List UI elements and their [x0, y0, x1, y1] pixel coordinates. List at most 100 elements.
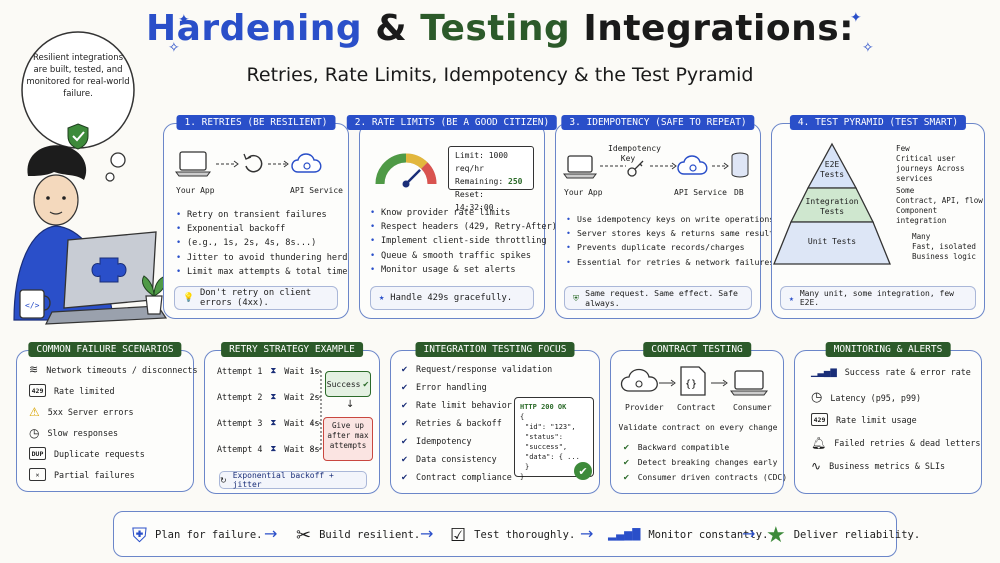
list-item: Implement client-side throttling — [370, 234, 557, 248]
list-item: ◷Latency (p95, p99) — [811, 390, 922, 405]
page-subtitle: Retries, Rate Limits, Idempotency & the … — [246, 64, 754, 86]
list-item: 🔔︎Failed retries & dead letters — [811, 436, 981, 450]
idempotency-note: ⛨ Same request. Same effect. Safe always… — [564, 286, 752, 310]
list-item: ✕Partial failures — [29, 468, 135, 481]
list-item: Know provider rate limits — [370, 206, 557, 220]
pyramid-level-integration: Integration Tests — [805, 197, 859, 216]
api-service-label: API Service — [290, 186, 343, 195]
hourglass-icon: ⧗ — [270, 365, 277, 375]
rate-limits-note: ★ Handle 429s gracefully. — [370, 286, 534, 310]
provider-label: Provider — [625, 403, 664, 412]
summary-item: ☑Test thoroughly. — [450, 524, 576, 546]
pyramid-desc-unit: Many Fast, isolated Business logic — [912, 232, 977, 261]
check-circle-icon: ✔ — [401, 364, 409, 374]
list-item: Use idempotency keys on write operations — [566, 212, 774, 226]
idempotency-tag: 3. IDEMPOTENCY (SAFE TO REPEAT) — [561, 115, 755, 130]
check-circle-icon: ✔ — [401, 472, 409, 482]
hourglass-icon: ⧗ — [270, 391, 277, 401]
list-item: ≋Network timeouts / disconnects — [29, 363, 198, 376]
check-icon: ✔ — [362, 379, 370, 389]
list-item: Queue & smooth traffic spikes — [370, 249, 557, 263]
rate-limit-icon: 429 — [29, 384, 46, 397]
arrow-icon: → — [264, 524, 278, 543]
check-circle-icon: ✔ — [401, 418, 409, 428]
arrow-icon: → — [580, 524, 594, 543]
retries-bullets: Retry on transient failures Exponential … — [176, 208, 347, 279]
retry-example-footer: ↻Exponential backoff + jitter — [219, 471, 367, 489]
http-response-snippet: HTTP 200 OK { "id": "123", "status": "su… — [514, 397, 594, 481]
summary-item: ✂Build resilient. — [296, 524, 421, 546]
consumer-label: Consumer — [733, 403, 772, 412]
your-app-label: Your App — [176, 186, 215, 195]
failures-panel: COMMON FAILURE SCENARIOS ≋Network timeou… — [16, 342, 198, 492]
list-item: Limit max attempts & total time — [176, 265, 347, 279]
clock-icon: ◷ — [811, 390, 823, 405]
contract-tag: CONTRACT TESTING — [643, 342, 751, 357]
list-item: ✔Data consistency — [401, 454, 497, 464]
list-item: ◷Slow responses — [29, 426, 119, 440]
star-icon: ★ — [766, 522, 786, 548]
api-service-label: API Service — [674, 188, 727, 197]
test-pyramid-tag: 4. TEST PYRAMID (TEST SMART) — [789, 115, 967, 130]
clock-icon: ◷ — [29, 426, 40, 440]
pyramid-level-unit: Unit Tests — [807, 237, 857, 246]
pulse-icon: ∿ — [811, 459, 822, 473]
list-item: ▁▃▅▇Success rate & error rate — [811, 367, 971, 377]
retries-note: 💡 Don't retry on client errors (4xx). — [174, 286, 338, 310]
idempotency-key-label: Idempotency Key — [608, 144, 661, 163]
list-item: Essential for retries & network failures — [566, 255, 774, 269]
rate-limits-panel: 2. RATE LIMITS (BE A GOOD CITIZEN) Limit… — [346, 115, 558, 319]
sparkle-icon: ✦ — [178, 12, 190, 28]
test-pyramid-diagram — [773, 142, 891, 265]
sparkle-icon: ✧ — [168, 40, 180, 56]
list-item: Server stores keys & returns same result — [566, 226, 774, 240]
bar-chart-icon: ▂▄▆█ — [608, 529, 641, 541]
shield-icon: ⛨ — [132, 523, 147, 547]
list-item: ✔Consumer driven contracts (CDC) — [623, 473, 788, 482]
arrow-icon: → — [742, 524, 756, 543]
star-icon: ★ — [789, 293, 794, 303]
check-circle-icon: ✔ — [623, 458, 630, 467]
summary-item: ★Deliver reliability. — [766, 522, 921, 548]
checklist-icon: ☑ — [450, 524, 467, 546]
retries-panel: 1. RETRIES (BE RESILIENT) Your App API S… — [163, 115, 349, 319]
check-circle-icon: ✔ — [623, 473, 630, 482]
check-circle-icon: ✔ — [623, 443, 630, 452]
attempt-row: Attempt 3⧗Wait 4s — [217, 417, 320, 428]
summary-item: ⛨Plan for failure. — [132, 523, 263, 547]
retry-flow-diagram — [175, 151, 322, 177]
rate-limit-readout: Limit: 1000 req/hr Remaining: 250 Reset:… — [448, 146, 534, 212]
arrow-icon: → — [420, 524, 434, 543]
success-box: Success✔ — [325, 371, 371, 397]
bottom-summary-bar: ⛨Plan for failure. → ✂Build resilient. →… — [113, 511, 920, 557]
list-item: ∿Business metrics & SLIs — [811, 459, 946, 473]
retries-tag: 1. RETRIES (BE RESILIENT) — [176, 115, 336, 130]
down-arrow-icon: ↓ — [346, 399, 355, 410]
rate-limit-icon: 429 — [811, 413, 828, 426]
list-item: ✔Rate limit behavior (429) — [401, 400, 543, 410]
list-item: ✔Request/response validation — [401, 364, 553, 374]
contract-label: Contract — [677, 403, 716, 412]
list-item: ✔Backward compatible — [623, 443, 730, 452]
list-item: ✔Retries & backoff — [401, 418, 502, 428]
retry-example-panel: RETRY STRATEGY EXAMPLE Attempt 1⧗Wait 1s… — [204, 342, 380, 494]
pyramid-desc-e2e: Few Critical user journeys Across servic… — [896, 144, 965, 183]
svg-text:</>: </> — [25, 301, 40, 310]
check-badge-icon: ✔ — [574, 462, 592, 480]
bar-chart-icon: ▁▃▅▇ — [811, 367, 837, 377]
pyramid-note: ★ Many unit, some integration, few E2E. — [780, 286, 976, 310]
refresh-icon: ↻ — [220, 475, 227, 485]
attempt-row: Attempt 4⧗Wait 8s — [217, 443, 320, 454]
summary-item: ▂▄▆█Monitor constantly. — [608, 529, 769, 541]
attempt-row: Attempt 1⧗Wait 1s — [217, 365, 320, 376]
hourglass-icon: ⧗ — [270, 417, 277, 427]
integration-focus-tag: INTEGRATION TESTING FOCUS — [415, 342, 575, 357]
list-item: ✔Contract compliance — [401, 472, 512, 482]
list-item: (e.g., 1s, 2s, 4s, 8s...) — [176, 236, 347, 250]
x-icon: ✕ — [29, 468, 46, 481]
retry-example-tag: RETRY STRATEGY EXAMPLE — [221, 342, 363, 357]
monitoring-panel: MONITORING & ALERTS ▁▃▅▇Success rate & e… — [794, 342, 982, 494]
idempotency-flow-diagram — [563, 152, 749, 179]
